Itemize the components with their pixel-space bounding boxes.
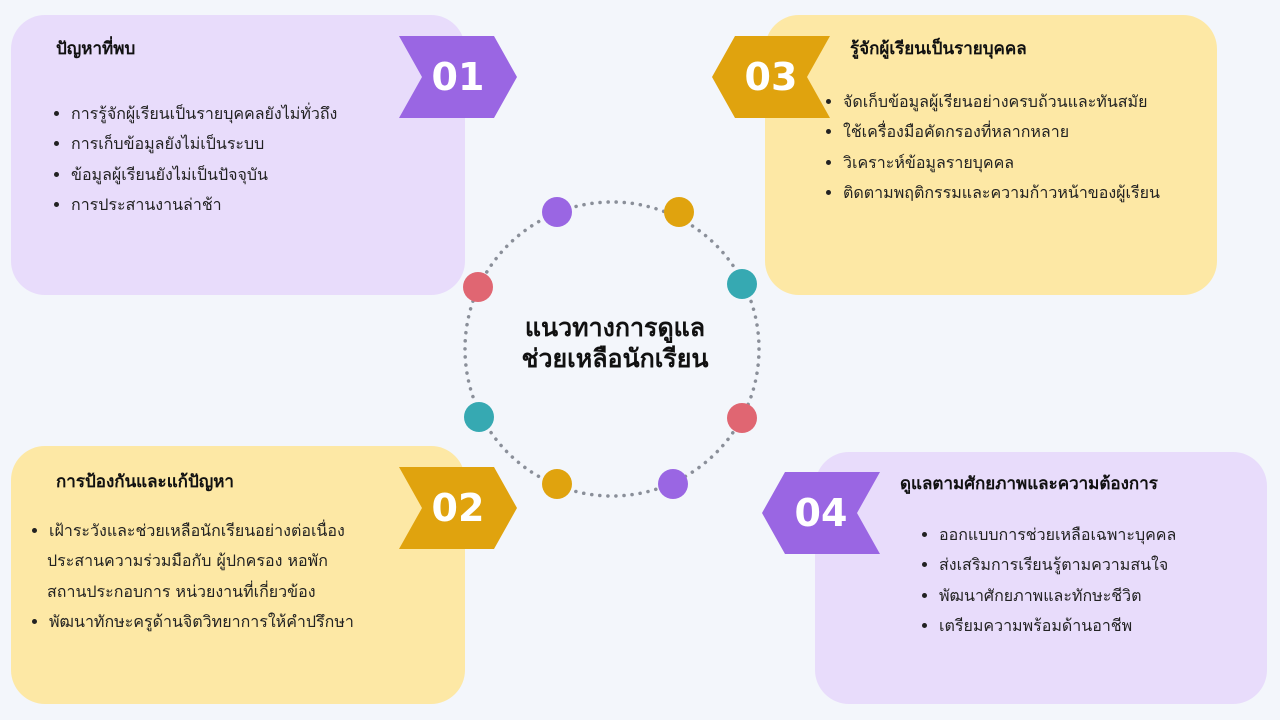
list-item: ออกแบบการช่วยเหลือเฉพาะบุคคล (939, 520, 1176, 550)
list-item: จัดเก็บข้อมูลผู้เรียนอย่างครบถ้วนและทันส… (843, 87, 1160, 117)
list-item-line: สถานประกอบการ หน่วยงานที่เกี่ยวข้อง (47, 581, 316, 601)
arrow-left-icon (762, 472, 880, 554)
panel-02: การป้องกันและแก้ปัญหา เฝ้าระวังและช่วยเห… (11, 446, 465, 704)
ring-dot-gold (664, 197, 694, 227)
arrow-right-icon (399, 467, 517, 549)
panel-03-title: รู้จักผู้เรียนเป็นรายบุคคล (850, 39, 1027, 59)
panel-04-list: ออกแบบการช่วยเหลือเฉพาะบุคคล ส่งเสริมการ… (917, 520, 1176, 642)
ring-dot-teal (464, 402, 494, 432)
center-title-line2: ช่วยเหลือนักเรียน (521, 344, 709, 374)
badge-01: 01 (399, 36, 517, 118)
list-item: เตรียมความพร้อมด้านอาชีพ (939, 611, 1176, 641)
panel-02-title: การป้องกันและแก้ปัญหา (56, 472, 234, 492)
badge-04-number: 04 (794, 491, 848, 535)
ring-dot-teal (727, 269, 757, 299)
list-item: วิเคราะห์ข้อมูลรายบุคคล (843, 148, 1160, 178)
list-item-line: ประสานความร่วมมือกับ ผู้ปกครอง หอพัก (47, 551, 328, 571)
arrow-left-icon (712, 36, 830, 118)
panel-03-list: จัดเก็บข้อมูลผู้เรียนอย่างครบถ้วนและทันส… (821, 87, 1160, 209)
badge-01-number: 01 (431, 55, 485, 99)
ring-dot-gold (542, 469, 572, 499)
list-item: พัฒนาศักยภาพและทักษะชีวิต (939, 581, 1176, 611)
list-item: ข้อมูลผู้เรียนยังไม่เป็นปัจจุบัน (71, 160, 337, 190)
panel-01-list: การรู้จักผู้เรียนเป็นรายบุคคลยังไม่ทั่วถ… (49, 99, 337, 221)
list-item: การเก็บข้อมูลยังไม่เป็นระบบ (71, 129, 337, 159)
badge-04: 04 (762, 472, 880, 554)
panel-01-title: ปัญหาที่พบ (56, 39, 136, 59)
center-title-line1: แนวทางการดูแล (524, 313, 706, 342)
center-title: แนวทางการดูแล ช่วยเหลือนักเรียน (465, 312, 765, 375)
panel-02-list: เฝ้าระวังและช่วยเหลือนักเรียนอย่างต่อเนื… (27, 516, 354, 638)
badge-02-number: 02 (431, 486, 485, 530)
panel-04: ดูแลตามศักยภาพและความต้องการ ออกแบบการช่… (815, 452, 1267, 704)
badge-03: 03 (712, 36, 830, 118)
list-item: ติดตามพฤติกรรมและความก้าวหน้าของผู้เรียน (843, 178, 1160, 208)
list-item: เฝ้าระวังและช่วยเหลือนักเรียนอย่างต่อเนื… (49, 516, 354, 546)
panel-04-title: ดูแลตามศักยภาพและความต้องการ (900, 474, 1158, 494)
badge-02: 02 (399, 467, 517, 549)
list-item: ใช้เครื่องมือคัดกรองที่หลากหลาย (843, 117, 1160, 147)
list-item: ส่งเสริมการเรียนรู้ตามความสนใจ (939, 550, 1176, 580)
panel-01: ปัญหาที่พบ การรู้จักผู้เรียนเป็นรายบุคคล… (11, 15, 465, 295)
ring-dot-red (727, 403, 757, 433)
list-item: ประสานความร่วมมือกับ ผู้ปกครอง หอพัก สถา… (47, 546, 354, 607)
ring-dot-purple (542, 197, 572, 227)
dotted-ring (463, 200, 761, 498)
badge-03-number: 03 (744, 55, 798, 99)
list-item: พัฒนาทักษะครูด้านจิตวิทยาการให้คำปรึกษา (49, 607, 354, 637)
ring-dot-purple (658, 469, 688, 499)
list-item: การรู้จักผู้เรียนเป็นรายบุคคลยังไม่ทั่วถ… (71, 99, 337, 129)
arrow-right-icon (399, 36, 517, 118)
panel-03: รู้จักผู้เรียนเป็นรายบุคคล จัดเก็บข้อมูล… (765, 15, 1217, 295)
list-item: การประสานงานล่าช้า (71, 190, 337, 220)
ring-dot-red (463, 272, 493, 302)
